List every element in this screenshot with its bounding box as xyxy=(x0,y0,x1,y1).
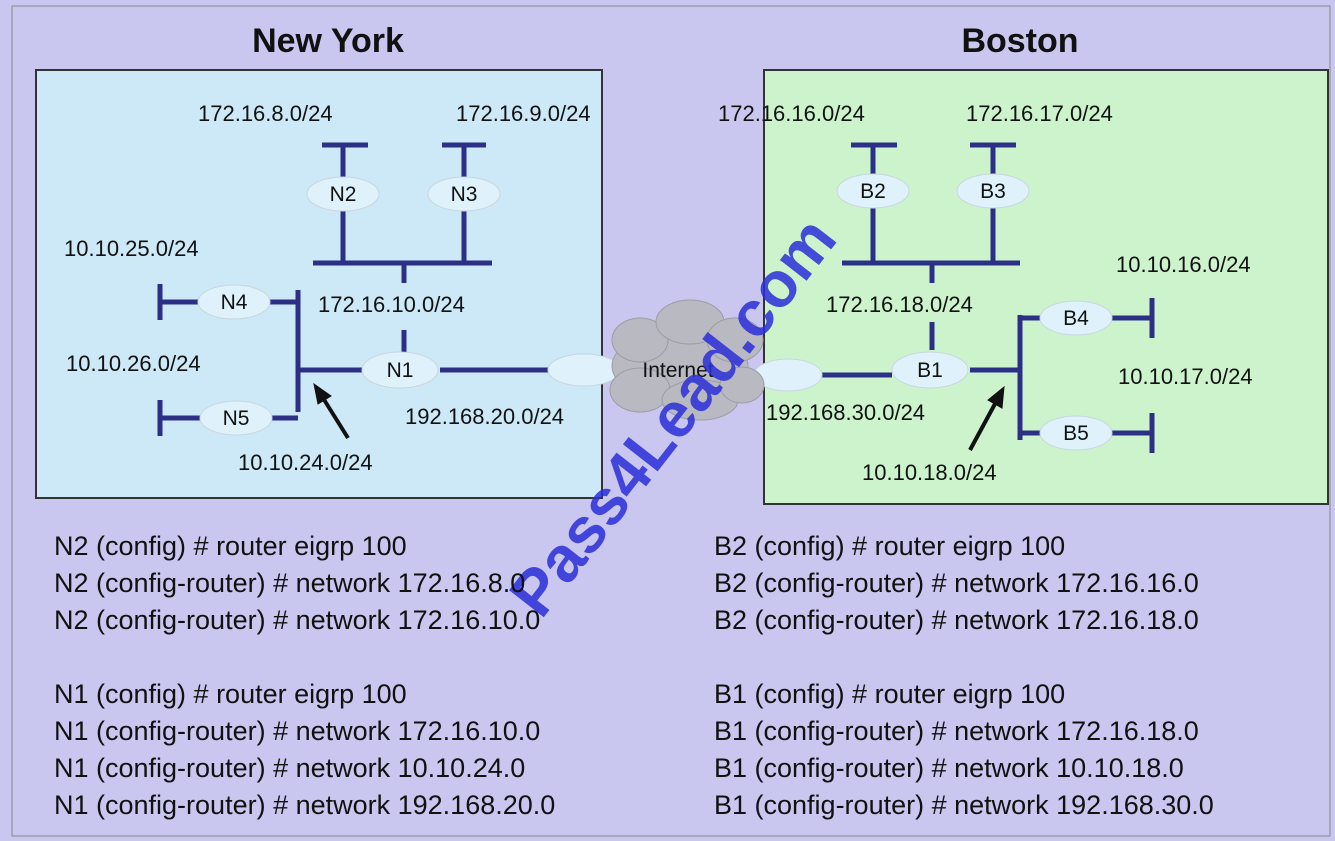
boston-title: Boston xyxy=(961,22,1078,60)
router-nodes xyxy=(197,173,1113,451)
config-line: N2 (config-router) # network 172.16.10.0 xyxy=(54,605,541,635)
new-york-panel xyxy=(35,69,603,499)
router-n4-icon xyxy=(197,284,271,320)
config-line: B1 (config) # router eigrp 100 xyxy=(714,679,1066,709)
config-line: N1 (config-router) # network 172.16.10.0 xyxy=(54,716,541,746)
config-line: B1 (config-router) # network 172.16.18.0 xyxy=(714,716,1199,746)
router-b4-label: B4 xyxy=(1063,307,1089,330)
config-line xyxy=(714,639,1214,676)
net-label-n3-lan: 172.16.9.0/24 xyxy=(456,101,591,126)
net-label-ny-edge: 10.10.24.0/24 xyxy=(238,450,373,475)
config-right-block: B2 (config) # router eigrp 100 B2 (config… xyxy=(714,528,1214,824)
net-label-bos-edge: 10.10.18.0/24 xyxy=(862,460,997,485)
boston-links xyxy=(822,142,1155,453)
config-line xyxy=(54,639,555,676)
router-b5-label: B5 xyxy=(1063,422,1089,445)
config-line: N1 (config-router) # network 10.10.24.0 xyxy=(54,753,526,783)
router-n4-label: N4 xyxy=(221,291,248,314)
net-label-b3-lan: 172.16.17.0/24 xyxy=(966,101,1113,126)
router-n2-label: N2 xyxy=(330,183,357,206)
router-n3-label: N3 xyxy=(451,183,478,206)
config-line: B1 (config-router) # network 10.10.18.0 xyxy=(714,753,1184,783)
internet-label: Internet xyxy=(642,359,713,382)
router-b1-icon xyxy=(891,351,969,389)
router-b5-icon xyxy=(1039,415,1113,451)
router-b3-icon xyxy=(956,173,1030,209)
net-label-n2-lan: 172.16.8.0/24 xyxy=(198,101,333,126)
router-n3-icon xyxy=(427,176,501,212)
internet-cloud-icon xyxy=(609,299,765,421)
ny-edge-arrow xyxy=(321,396,350,440)
bos-edge-arrowhead xyxy=(987,385,1005,409)
net-label-ny-wan: 192.168.20.0/24 xyxy=(405,404,564,429)
router-b3-label: B3 xyxy=(980,180,1006,203)
boston-panel xyxy=(763,69,1329,505)
config-line: N1 (config-router) # network 192.168.20.… xyxy=(54,790,556,820)
config-line: N2 (config-router) # network 172.16.8.0 xyxy=(54,568,526,598)
new-york-title: New York xyxy=(252,22,404,60)
config-left-block: N2 (config) # router eigrp 100 N2 (config… xyxy=(54,528,555,824)
router-n1-label: N1 xyxy=(387,359,414,382)
config-line: B2 (config-router) # network 172.16.16.0 xyxy=(714,568,1199,598)
router-b4-icon xyxy=(1039,300,1113,336)
router-n5-icon xyxy=(199,400,273,436)
arrows xyxy=(313,382,1005,451)
net-label-n4-lan: 10.10.25.0/24 xyxy=(64,236,199,261)
router-n5-label: N5 xyxy=(223,407,250,430)
net-label-b5-lan: 10.10.17.0/24 xyxy=(1118,364,1253,389)
config-line: N2 (config) # router eigrp 100 xyxy=(54,531,407,561)
router-n2-icon xyxy=(306,176,380,212)
router-b2-icon xyxy=(836,173,910,209)
config-line: B2 (config-router) # network 172.16.18.0 xyxy=(714,605,1199,635)
net-label-bos-core: 172.16.18.0/24 xyxy=(826,292,973,317)
router-n1-icon xyxy=(361,351,439,389)
bos-edge-arrow xyxy=(968,401,998,451)
config-line: B1 (config-router) # network 192.168.30.… xyxy=(714,790,1214,820)
net-label-bos-wan: 192.168.30.0/24 xyxy=(766,400,925,425)
net-label-ny-core: 172.16.10.0/24 xyxy=(318,292,465,317)
config-line: N1 (config) # router eigrp 100 xyxy=(54,679,407,709)
ny-edge-arrowhead xyxy=(313,382,332,405)
router-b1-label: B1 xyxy=(917,359,943,382)
new-york-links xyxy=(157,142,548,436)
net-label-n5-lan: 10.10.26.0/24 xyxy=(66,351,201,376)
net-label-b2-lan: 172.16.16.0/24 xyxy=(718,101,865,126)
router-b2-label: B2 xyxy=(860,180,886,203)
router-ny-wan-icon xyxy=(547,353,621,387)
net-label-b4-lan: 10.10.16.0/24 xyxy=(1116,252,1251,277)
config-line: B2 (config) # router eigrp 100 xyxy=(714,531,1066,561)
